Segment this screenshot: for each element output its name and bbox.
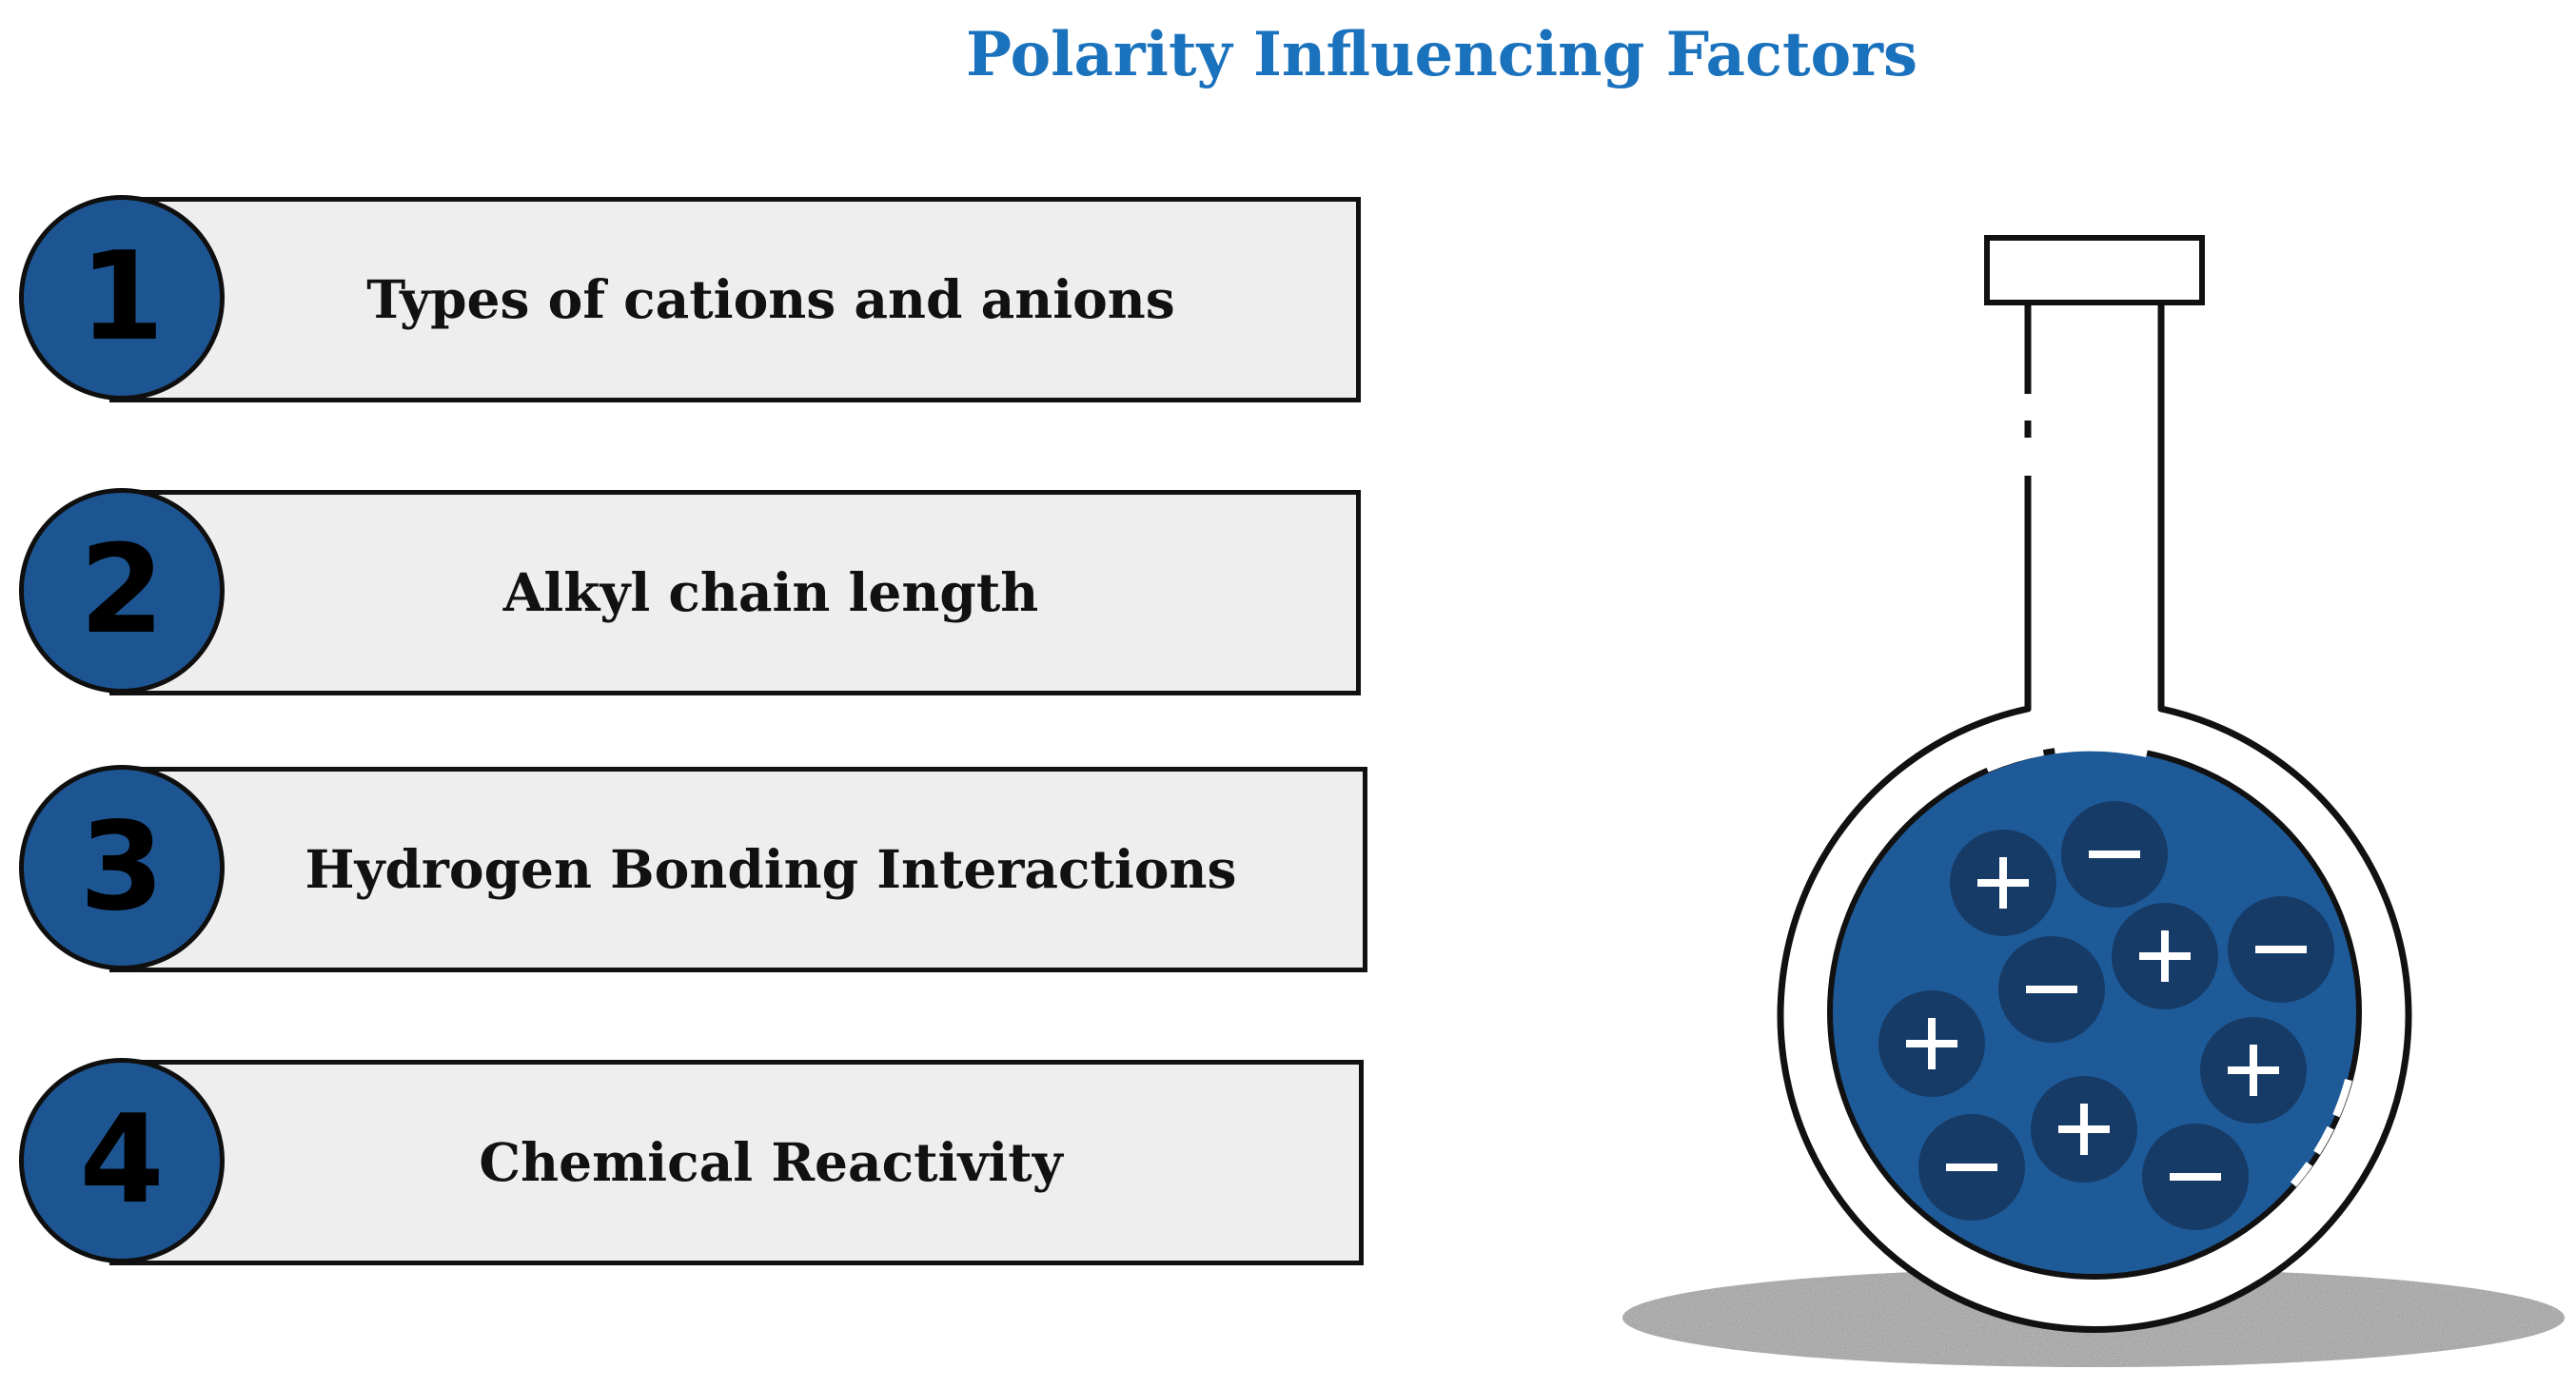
minus-icon bbox=[2089, 851, 2140, 858]
factor-item-4: Chemical Reactivity 4 bbox=[19, 1058, 1364, 1265]
flask-stopper bbox=[1984, 235, 2205, 305]
anion-ion bbox=[1918, 1114, 2025, 1221]
ion-group bbox=[1878, 801, 2334, 1230]
anion-ion bbox=[2061, 801, 2168, 908]
factor-number-badge: 3 bbox=[19, 765, 225, 970]
factor-label: Hydrogen Bonding Interactions bbox=[305, 838, 1237, 900]
minus-icon bbox=[2026, 986, 2077, 993]
plus-icon bbox=[2250, 1045, 2257, 1096]
anion-ion bbox=[2142, 1124, 2249, 1230]
minus-icon bbox=[2170, 1173, 2221, 1181]
cation-ion bbox=[1950, 830, 2056, 936]
cation-ion bbox=[2112, 903, 2218, 1009]
factor-number-badge: 2 bbox=[19, 488, 225, 694]
plus-icon bbox=[2080, 1104, 2088, 1155]
factor-item-1: Types of cations and anions 1 bbox=[19, 195, 1361, 402]
factor-label: Chemical Reactivity bbox=[479, 1131, 1063, 1193]
factor-box bbox=[109, 197, 1361, 402]
factor-box bbox=[109, 490, 1361, 695]
flask-illustration bbox=[1622, 235, 2565, 1367]
minus-icon bbox=[1946, 1164, 1997, 1171]
plus-icon bbox=[1999, 857, 2007, 909]
factor-box bbox=[109, 1060, 1364, 1265]
factor-item-3: Hydrogen Bonding Interactions 3 bbox=[19, 765, 1367, 972]
factor-number-badge: 4 bbox=[19, 1058, 225, 1263]
plus-icon bbox=[1928, 1018, 1936, 1069]
anion-ion bbox=[1998, 936, 2105, 1043]
plus-icon bbox=[2161, 930, 2169, 982]
factor-label: Alkyl chain length bbox=[502, 561, 1039, 623]
anion-ion bbox=[2228, 896, 2334, 1003]
page-title: Polarity Influencing Factors bbox=[966, 19, 1917, 90]
factor-number-badge: 1 bbox=[19, 195, 225, 401]
cation-ion bbox=[1878, 990, 1985, 1097]
flask-glass-highlight bbox=[1985, 743, 2148, 773]
cation-ion bbox=[2200, 1017, 2307, 1124]
cation-ion bbox=[2031, 1076, 2137, 1183]
factor-label: Types of cations and anions bbox=[366, 268, 1175, 330]
minus-icon bbox=[2255, 946, 2307, 953]
factor-item-2: Alkyl chain length 2 bbox=[19, 488, 1361, 695]
factor-box bbox=[109, 767, 1367, 972]
flask-glass-highlight bbox=[2290, 1078, 2352, 1187]
